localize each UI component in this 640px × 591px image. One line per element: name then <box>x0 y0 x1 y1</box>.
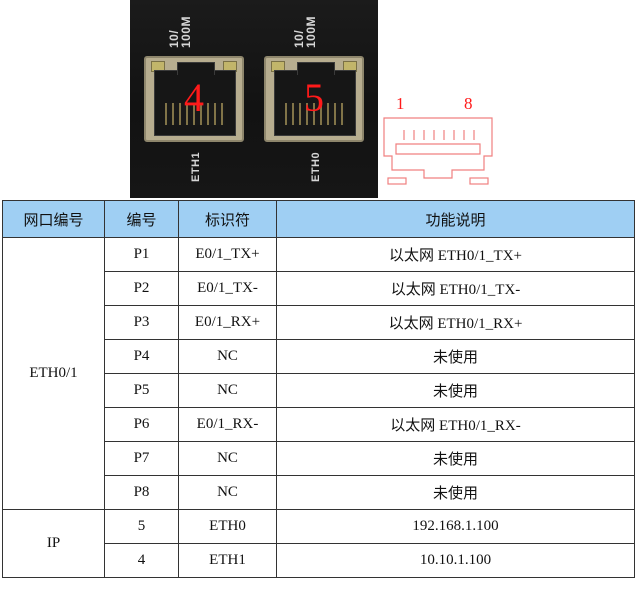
cell-id: E0/1_RX+ <box>178 305 277 340</box>
rj45-outline-icon <box>383 117 493 185</box>
table-row: P4 NC 未使用 <box>3 339 635 374</box>
table-row: ETH0/1 P1 E0/1_TX+ 以太网 ETH0/1_TX+ <box>2 237 635 510</box>
port-number-4: 4 <box>184 75 204 120</box>
header-port-id: 网口编号 <box>2 200 105 238</box>
group-ip: IP <box>2 509 105 578</box>
pin-last-label: 8 <box>464 94 473 113</box>
cell-id: NC <box>178 339 277 374</box>
port-left-name-label: ETH1 <box>190 151 202 182</box>
header-number: 编号 <box>104 200 179 238</box>
cell-desc: 未使用 <box>276 373 635 408</box>
port-right-speed-label: 10/ 100M <box>292 15 318 48</box>
table-header-row: 网口编号 编号 标识符 功能说明 <box>2 200 635 238</box>
cell-id: ETH1 <box>178 543 277 578</box>
rj45-pinout-diagram: 1 8 <box>378 90 498 198</box>
table-row: P3 E0/1_RX+ 以太网 ETH0/1_RX+ <box>3 305 635 340</box>
cell-id: NC <box>178 475 277 510</box>
table-row: P6 E0/1_RX- 以太网 ETH0/1_RX- <box>3 407 635 442</box>
ethernet-ports-photo: 10/ 100M 10/ 100M 4 5 ETH1 ETH0 <box>130 0 378 198</box>
rj45-port-eth1: 4 <box>144 56 244 142</box>
table-row: P5 NC 未使用 <box>3 373 635 408</box>
cell-no: P1 <box>104 237 179 272</box>
cell-no: P5 <box>104 373 179 408</box>
cell-no: 4 <box>104 543 179 578</box>
cell-desc: 未使用 <box>276 475 635 510</box>
cell-desc: 未使用 <box>276 339 635 374</box>
cell-no: P4 <box>104 339 179 374</box>
cell-desc: 以太网 ETH0/1_TX- <box>276 271 635 306</box>
cell-id: NC <box>178 373 277 408</box>
port-pin-table: 网口编号 编号 标识符 功能说明 ETH0/1 P1 E0/1_TX+ 以太网 … <box>2 200 635 578</box>
cell-desc: 10.10.1.100 <box>276 543 635 578</box>
cell-desc: 以太网 ETH0/1_RX+ <box>276 305 635 340</box>
cell-id: ETH0 <box>178 509 277 544</box>
cell-no: P7 <box>104 441 179 476</box>
cell-desc: 以太网 ETH0/1_TX+ <box>276 237 635 272</box>
cell-desc: 192.168.1.100 <box>276 509 635 544</box>
cell-id: E0/1_RX- <box>178 407 277 442</box>
port-left-speed-label: 10/ 100M <box>167 15 193 48</box>
table-row: P7 NC 未使用 <box>3 441 635 476</box>
cell-no: P8 <box>104 475 179 510</box>
header-identifier: 标识符 <box>178 200 277 238</box>
group-eth01: ETH0/1 <box>2 237 105 510</box>
port-number-5: 5 <box>304 75 324 120</box>
cell-id: E0/1_TX+ <box>178 237 277 272</box>
cell-no: 5 <box>104 509 179 544</box>
cell-no: P6 <box>104 407 179 442</box>
header-function: 功能说明 <box>276 200 635 238</box>
cell-no: P3 <box>104 305 179 340</box>
cell-desc: 以太网 ETH0/1_RX- <box>276 407 635 442</box>
cell-desc: 未使用 <box>276 441 635 476</box>
cell-no: P2 <box>104 271 179 306</box>
rj45-port-eth0: 5 <box>264 56 364 142</box>
pin-first-label: 1 <box>396 94 405 113</box>
cell-id: E0/1_TX- <box>178 271 277 306</box>
table-row: IP 5 ETH0 192.168.1.100 <box>2 509 635 578</box>
table-row: 4 ETH1 10.10.1.100 <box>3 543 635 578</box>
cell-id: NC <box>178 441 277 476</box>
table-row: P8 NC 未使用 <box>3 475 635 510</box>
port-socket <box>154 62 236 136</box>
port-socket <box>274 62 356 136</box>
port-right-name-label: ETH0 <box>310 151 322 182</box>
